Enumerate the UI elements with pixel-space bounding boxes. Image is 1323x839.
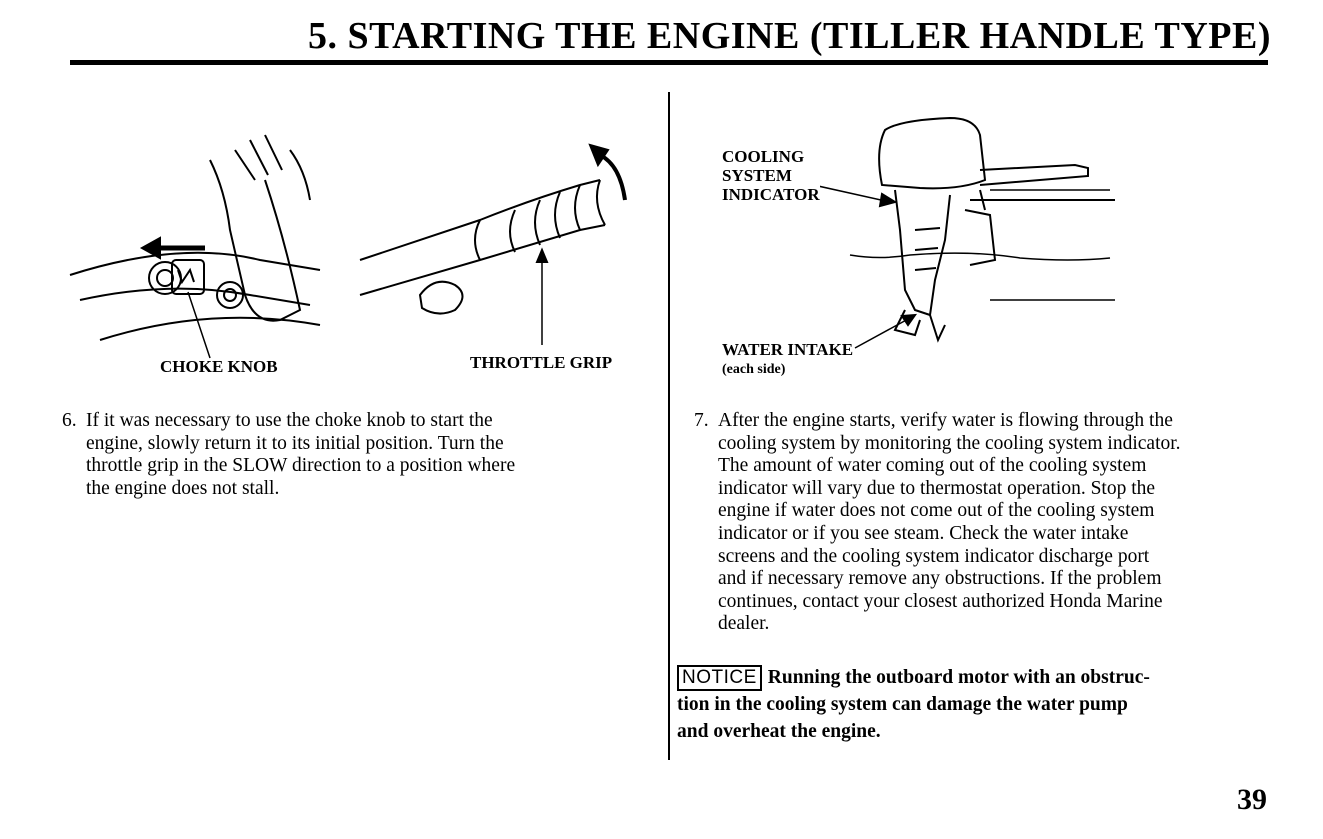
outboard-motor-illustration [820,110,1130,360]
choke-throttle-illustration [60,120,660,360]
step-6-line: If it was necessary to use the choke kno… [86,410,493,431]
water-intake-sublabel: (each side) [722,362,786,377]
water-intake-label: WATER INTAKE [722,340,854,359]
step-7-number: 7. [694,410,709,431]
step-7-line: After the engine starts, verify water is… [718,410,1173,431]
step-6-line: throttle grip in the SLOW direction to a… [86,455,516,477]
step-6-number: 6. [62,410,77,431]
step-7-line: cooling system by monitoring the cooling… [718,432,1181,454]
cooling-system-label-2: SYSTEM [722,166,792,185]
step-6-line: engine, slowly return it to its initial … [86,432,504,454]
step-7-line: screens and the cooling system indicator… [718,545,1150,567]
step-7-line: indicator or if you see steam. Check the… [718,522,1129,544]
notice-text-1: Running the outboard motor with an obstr… [767,667,1150,688]
choke-knob-label: CHOKE KNOB [160,357,278,376]
column-divider [668,92,670,760]
cooling-system-label-1: COOLING [722,147,805,166]
step-7-line: dealer. [718,613,770,635]
step-7-line: indicator will vary due to thermostat op… [718,477,1156,499]
title-rule [70,60,1268,65]
notice-line-3: and overheat the engine. [677,721,881,742]
step-7-line: engine if water does not come out of the… [718,500,1155,522]
page-number: 39 [1237,783,1267,816]
throttle-grip-label: THROTTLE GRIP [470,353,613,372]
step-7-text: After the engine starts, verify water is… [718,410,1181,636]
step-7-line: and if necessary remove any obstructions… [718,568,1162,590]
step-7-line: continues, contact your closest authoriz… [718,590,1163,612]
cooling-system-label-3: INDICATOR [722,185,820,204]
notice-line-2: tion in the cooling system can damage th… [677,694,1128,715]
page-title: 5. STARTING THE ENGINE (TILLER HANDLE TY… [308,15,1271,57]
step-7-line: The amount of water coming out of the co… [718,455,1147,477]
step-6-text: If it was necessary to use the choke kno… [86,410,515,500]
notice-badge: NOTICE [677,665,762,691]
step-6-line: the engine does not stall. [86,477,280,499]
